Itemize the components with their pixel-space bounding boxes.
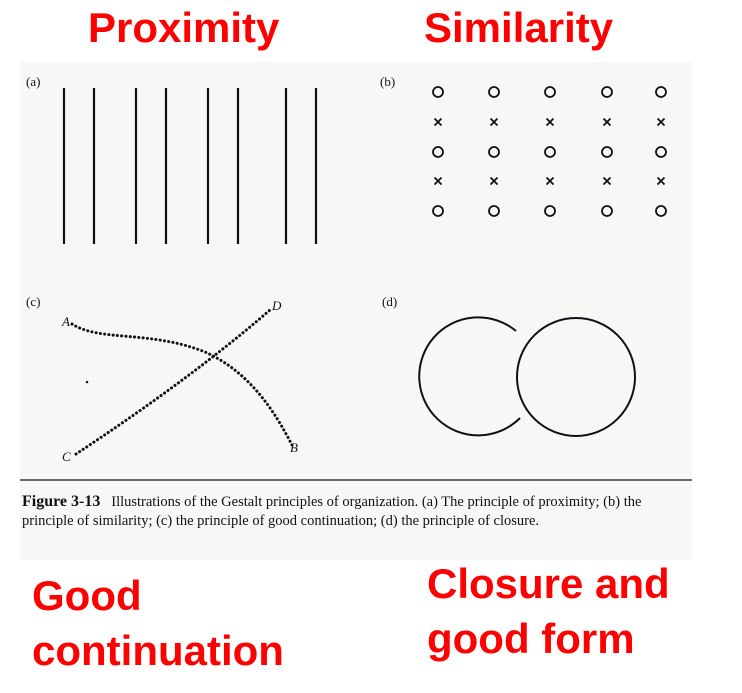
continuation-curve-a-b	[70, 322, 294, 447]
figure-caption: Figure 3-13 Illustrations of the Gestalt…	[22, 492, 684, 531]
speck	[85, 380, 89, 384]
gestalt-figure: (a) (b) (c) (d) A B C D	[20, 74, 692, 481]
panel-d-letter: (d)	[382, 294, 397, 309]
similarity-cross	[656, 176, 666, 186]
similarity-circle	[432, 146, 444, 158]
panel-a-letter: (a)	[26, 74, 40, 89]
similarity-cross	[489, 176, 499, 186]
similarity-circle	[601, 205, 613, 217]
similarity-circle	[601, 86, 613, 98]
good-continuation-line1: Good	[32, 572, 142, 619]
point-c-letter: C	[62, 449, 71, 464]
closure-line2: good form	[427, 615, 635, 662]
figure-scan: (a) (b) (c) (d) A B C D Figure 3-13 Illu…	[20, 62, 692, 560]
similarity-cross	[433, 176, 443, 186]
closure-right-circle	[516, 317, 636, 437]
similarity-circle	[488, 205, 500, 217]
similarity-cross	[433, 117, 443, 127]
similarity-circle	[432, 86, 444, 98]
similarity-circle	[488, 146, 500, 158]
similarity-circle	[544, 205, 556, 217]
continuation-line-c-d	[74, 308, 272, 456]
closure-left-circle	[418, 316, 521, 437]
similarity-cross	[602, 176, 612, 186]
proximity-label: Proximity	[88, 4, 280, 51]
point-b-letter: B	[290, 440, 298, 455]
similarity-cross	[602, 117, 612, 127]
similarity-label: Similarity	[424, 4, 614, 51]
similarity-circle	[655, 86, 667, 98]
proximity-lines	[62, 88, 318, 244]
similarity-circle	[544, 146, 556, 158]
good-continuation-label: Good continuation	[32, 568, 284, 678]
point-a-letter: A	[61, 314, 70, 329]
closure-label: Closure and good form	[427, 556, 670, 666]
good-continuation-line2: continuation	[32, 627, 284, 674]
closure-line1: Closure and	[427, 560, 670, 607]
similarity-cross	[545, 117, 555, 127]
similarity-circle	[655, 146, 667, 158]
panel-c-letter: (c)	[26, 294, 40, 309]
panel-b-letter: (b)	[380, 74, 395, 89]
similarity-cross	[545, 176, 555, 186]
figure-number: Figure 3-13	[22, 493, 101, 510]
similarity-grid	[432, 86, 667, 217]
similarity-circle	[488, 86, 500, 98]
similarity-cross	[656, 117, 666, 127]
similarity-cross	[489, 117, 499, 127]
point-d-letter: D	[271, 298, 282, 313]
similarity-circle	[432, 205, 444, 217]
similarity-circle	[544, 86, 556, 98]
similarity-circle	[601, 146, 613, 158]
caption-text: Illustrations of the Gestalt principles …	[22, 494, 642, 529]
similarity-circle	[655, 205, 667, 217]
